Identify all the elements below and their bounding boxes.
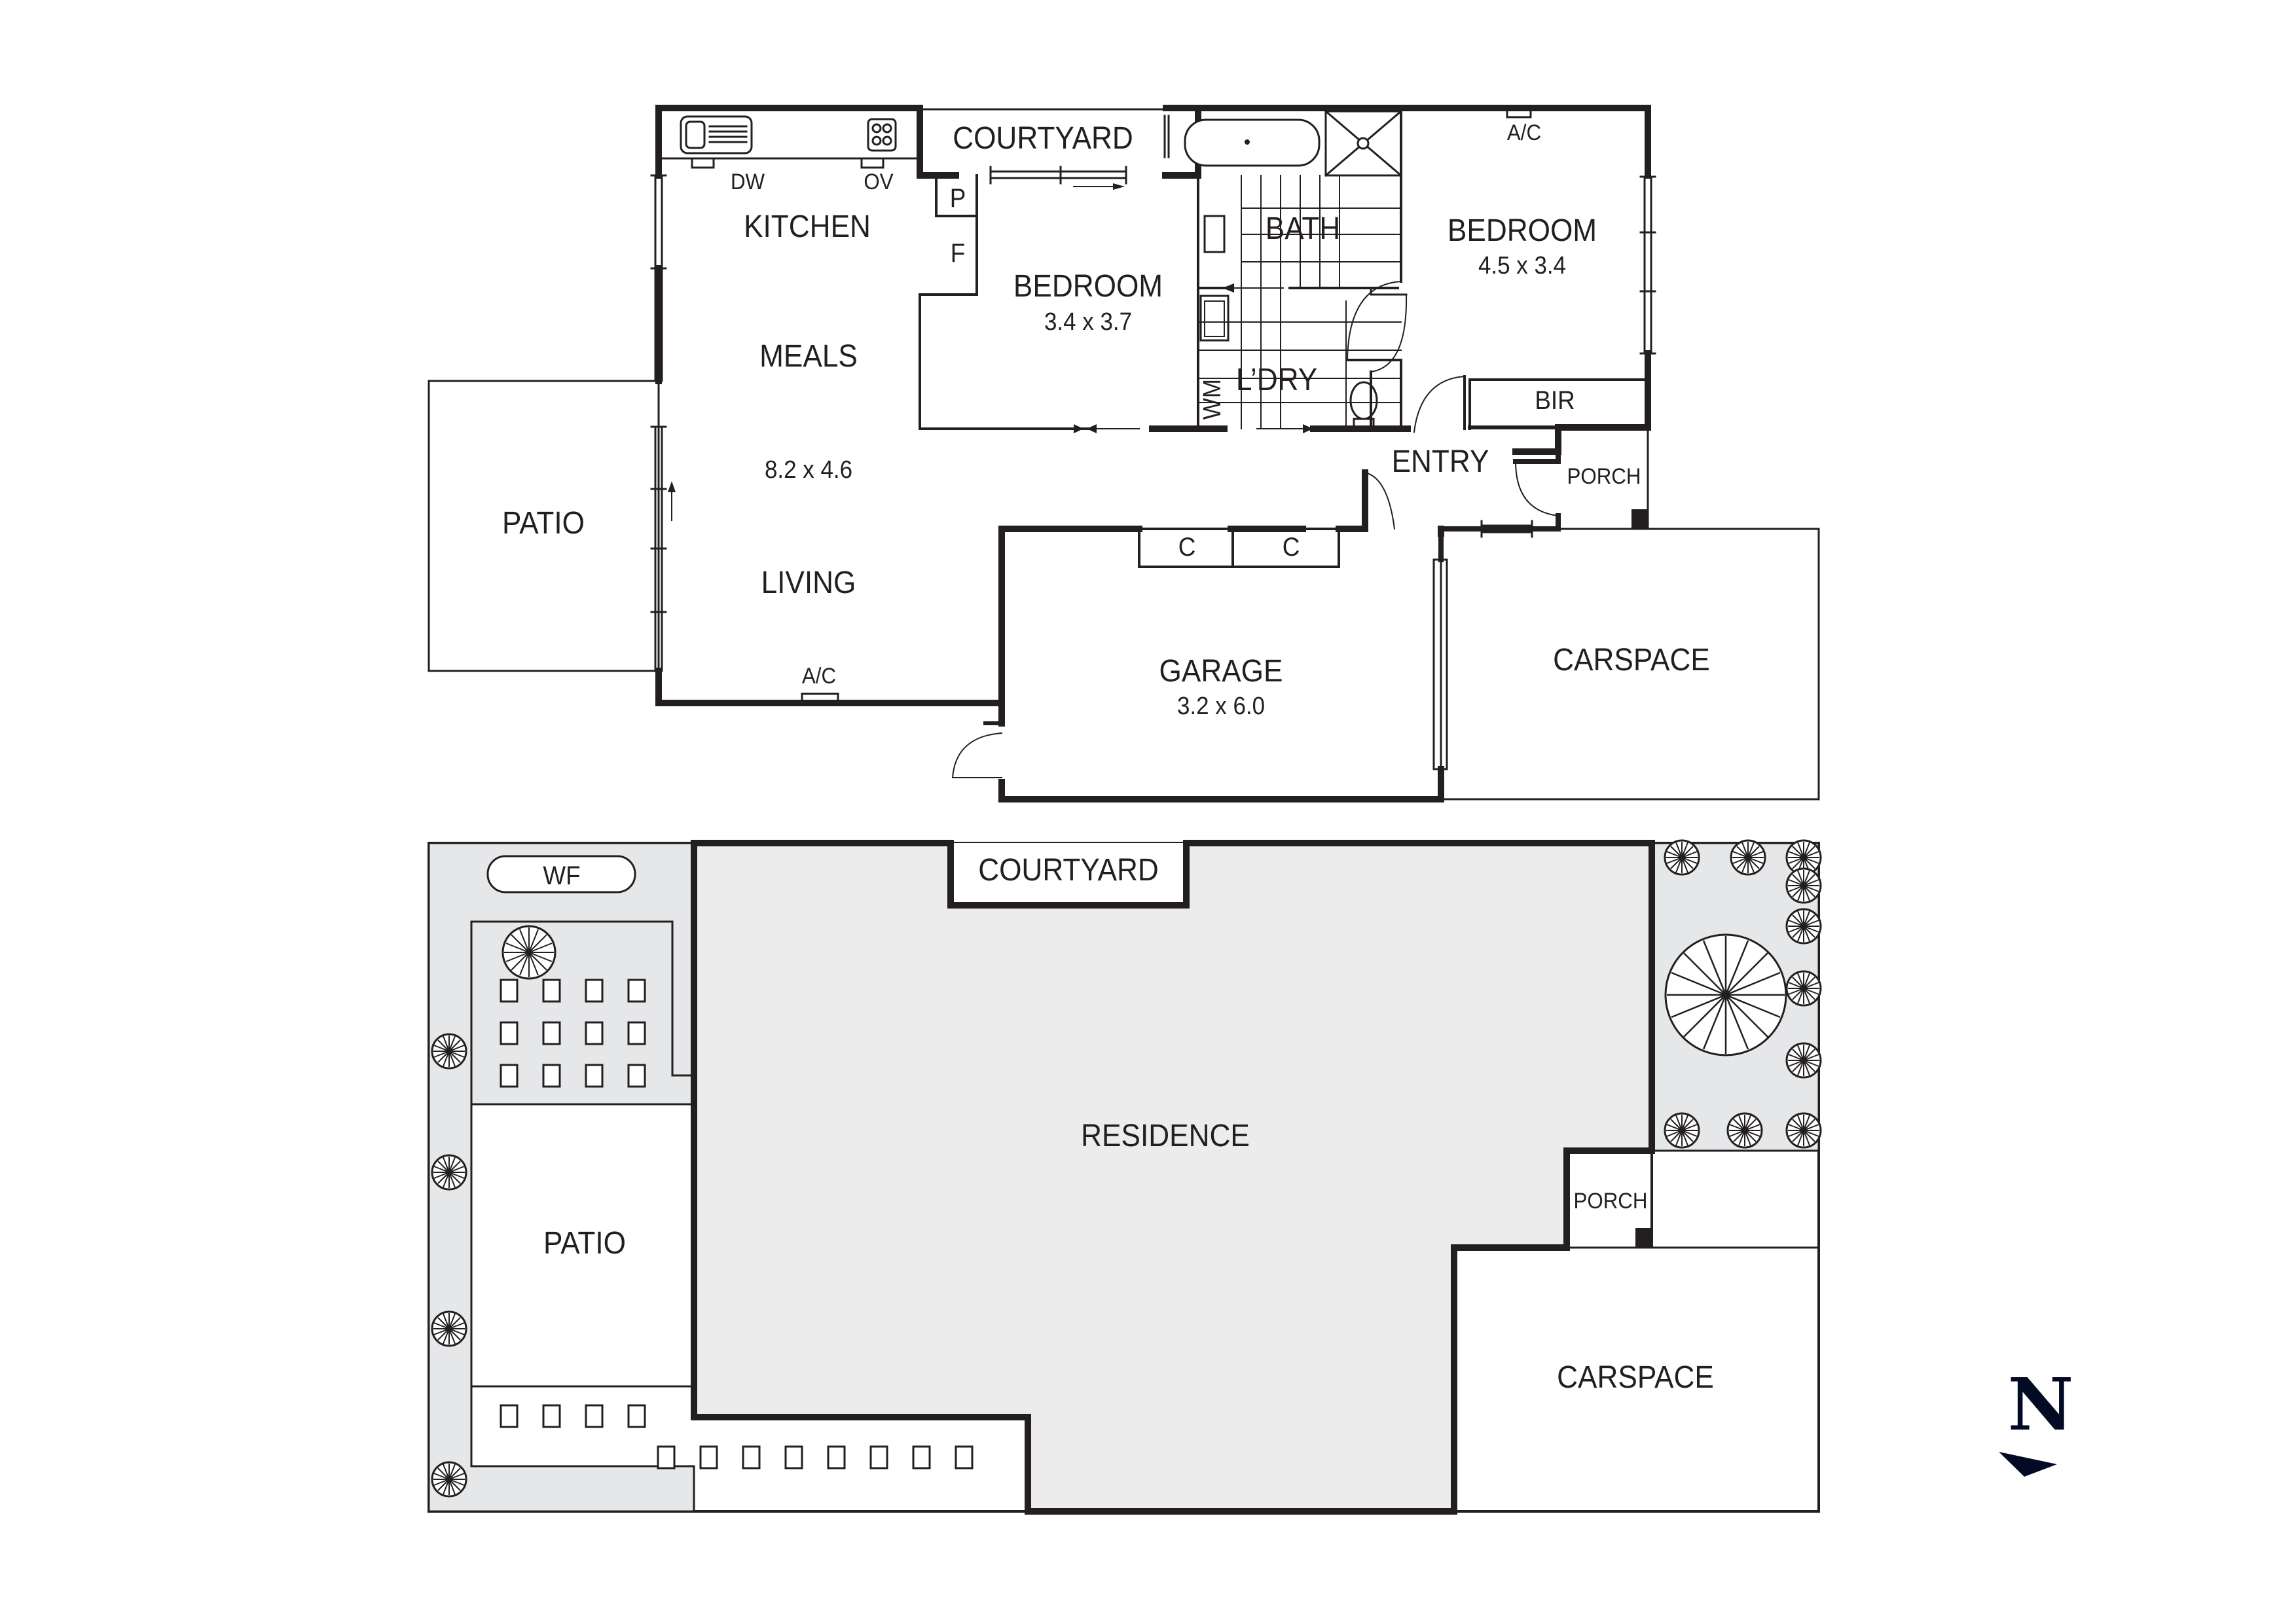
patio-area bbox=[428, 380, 660, 672]
north-arrow-icon bbox=[1999, 1452, 2057, 1477]
water-feature bbox=[486, 855, 636, 893]
shower-icon bbox=[1324, 109, 1403, 177]
residence-footprint bbox=[691, 840, 1655, 1515]
courtyard-window-left bbox=[917, 125, 923, 160]
courtyard-label: COURTYARD bbox=[953, 121, 1133, 156]
wet-area-tiles bbox=[1197, 175, 1402, 429]
pantry-label: P bbox=[949, 184, 966, 213]
oven-label: OV bbox=[864, 170, 894, 194]
garage-cupboards bbox=[1138, 528, 1340, 568]
porch-label: PORCH bbox=[1567, 464, 1641, 489]
dishwasher-label: DW bbox=[730, 170, 765, 194]
fridge-label: F bbox=[950, 239, 966, 268]
cupboard1-label: C bbox=[1178, 533, 1196, 562]
ac-bedroom-icon bbox=[1506, 107, 1532, 118]
bedroom1-dimensions: 3.4 x 3.7 bbox=[1044, 308, 1133, 336]
living-sliding-door bbox=[650, 425, 676, 672]
floor-plan bbox=[428, 105, 1820, 802]
pantry-fridge-wall bbox=[919, 174, 1091, 430]
entry-label: ENTRY bbox=[1391, 444, 1489, 479]
toilet-icon bbox=[1349, 381, 1378, 428]
bedroom2-window bbox=[1639, 175, 1656, 355]
courtyard-site bbox=[954, 843, 1183, 902]
ac-bedroom-label: A/C bbox=[1506, 120, 1542, 145]
carspace-area bbox=[1440, 528, 1820, 801]
garage-label: GARAGE bbox=[1159, 654, 1283, 689]
site-courtyard-label: COURTYARD bbox=[978, 853, 1159, 888]
ac-living-icon bbox=[801, 693, 839, 704]
sink-icon bbox=[680, 115, 753, 154]
patio-label: PATIO bbox=[502, 506, 585, 541]
meals-label: MEALS bbox=[759, 339, 858, 374]
bathtub-icon bbox=[1184, 118, 1321, 167]
kitchen-window bbox=[650, 174, 667, 382]
porch-post bbox=[1631, 509, 1648, 529]
courtyard-sliding-door bbox=[989, 166, 1127, 190]
pavers bbox=[500, 979, 974, 1469]
bir-label: BIR bbox=[1535, 386, 1575, 415]
kitchen-label: KITCHEN bbox=[744, 209, 871, 244]
carspace-label: CARSPACE bbox=[1553, 643, 1710, 677]
bedroom1-sliding-doors bbox=[1000, 424, 1228, 433]
site-patio-label: PATIO bbox=[543, 1226, 626, 1261]
dishwasher-icon bbox=[691, 157, 715, 169]
cupboard2-label: C bbox=[1282, 533, 1300, 562]
garage-dimensions: 3.2 x 6.0 bbox=[1176, 693, 1266, 720]
courtyard-window-right bbox=[1163, 115, 1170, 158]
compass-north-label: N bbox=[2007, 1362, 2074, 1447]
ac-living-label: A/C bbox=[801, 664, 837, 689]
bedroom2-label: BEDROOM bbox=[1447, 213, 1597, 248]
vanity-icon bbox=[1203, 215, 1226, 253]
oven-icon bbox=[860, 157, 884, 169]
living-label: LIVING bbox=[761, 566, 856, 600]
bedroom1-label: BEDROOM bbox=[1013, 269, 1163, 304]
entry-window bbox=[1480, 520, 1533, 538]
bath-label: BATH bbox=[1265, 211, 1341, 246]
living-dimensions: 8.2 x 4.6 bbox=[764, 456, 853, 484]
cooktop-icon bbox=[867, 118, 897, 152]
water-feature-label: WF bbox=[543, 861, 581, 890]
site-carspace-label: CARSPACE bbox=[1557, 1360, 1714, 1395]
residence-label: RESIDENCE bbox=[1081, 1119, 1250, 1153]
laundry-tub-icon bbox=[1199, 295, 1230, 342]
bedroom2-dimensions: 4.5 x 3.4 bbox=[1478, 252, 1567, 279]
site-porch-label: PORCH bbox=[1573, 1189, 1648, 1214]
site-plan bbox=[428, 839, 1822, 1515]
laundry-label: L’DRY bbox=[1235, 363, 1318, 397]
washing-machine-label: WM bbox=[1199, 378, 1226, 420]
